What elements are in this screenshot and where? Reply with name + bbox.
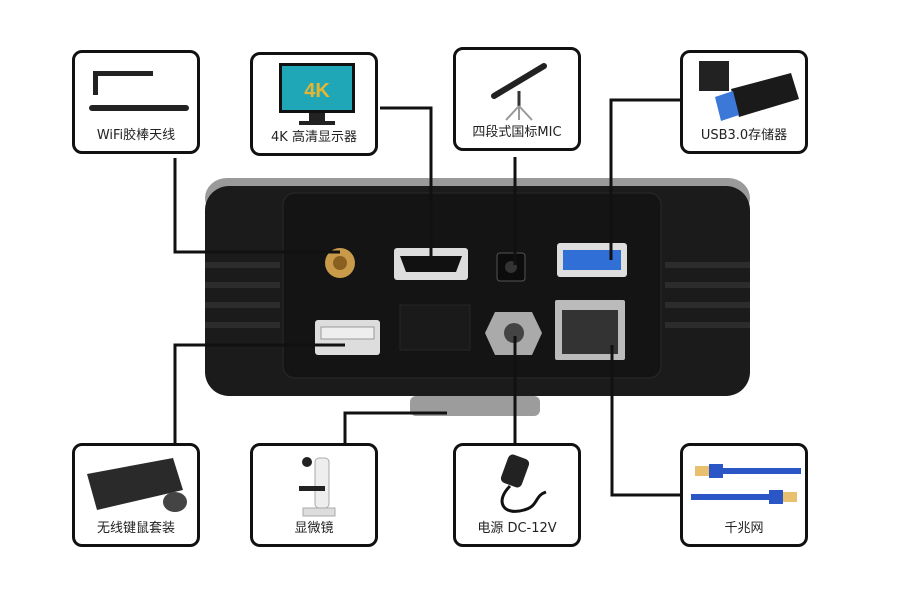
rj45-port: [555, 300, 625, 360]
monitor-icon: 4K: [279, 63, 355, 125]
keyboard-mouse-label: 无线键鼠套装: [96, 521, 175, 536]
microphone-label: 四段式国标MIC: [472, 125, 562, 140]
mic-jack: [496, 252, 526, 282]
microphone-card: 四段式国标MIC: [453, 47, 581, 151]
microscope-card: 显微镜: [250, 443, 378, 547]
network-label: 千兆网: [724, 521, 764, 536]
microscope-icon: [299, 457, 336, 517]
microphone-icon: [491, 63, 547, 121]
dc-port: [485, 312, 542, 355]
usb-storage-card: USB3.0存储器: [680, 50, 808, 154]
svg-text:4K: 4K: [304, 80, 330, 102]
power-adapter-label: 电源 DC-12V: [477, 521, 557, 536]
power-adapter-icon: [500, 454, 547, 513]
connector-lines: [173, 98, 680, 497]
usb-drive-icon: [699, 61, 799, 121]
antenna-icon: [89, 71, 189, 111]
antenna-port: [325, 248, 355, 278]
keyboard-mouse-icon: [87, 458, 187, 512]
microscope-label: 显微镜: [294, 521, 334, 536]
usb-storage-label: USB3.0存储器: [700, 128, 788, 143]
power-adapter-card: 电源 DC-12V: [453, 443, 581, 547]
usb3-port: [557, 243, 627, 277]
monitor-card: 4K 4K 高清显示器: [250, 52, 378, 156]
network-card: 千兆网: [680, 443, 808, 547]
usb2-port: [315, 320, 380, 355]
ethernet-cable-icon: [691, 464, 801, 504]
wifi-antenna-card: WiFi胶棒天线: [72, 50, 200, 154]
wifi-label: WiFi胶棒天线: [96, 128, 176, 143]
device-body: [205, 178, 750, 416]
monitor-label: 4K 高清显示器: [271, 130, 357, 145]
keyboard-mouse-card: 无线键鼠套装: [72, 443, 200, 547]
